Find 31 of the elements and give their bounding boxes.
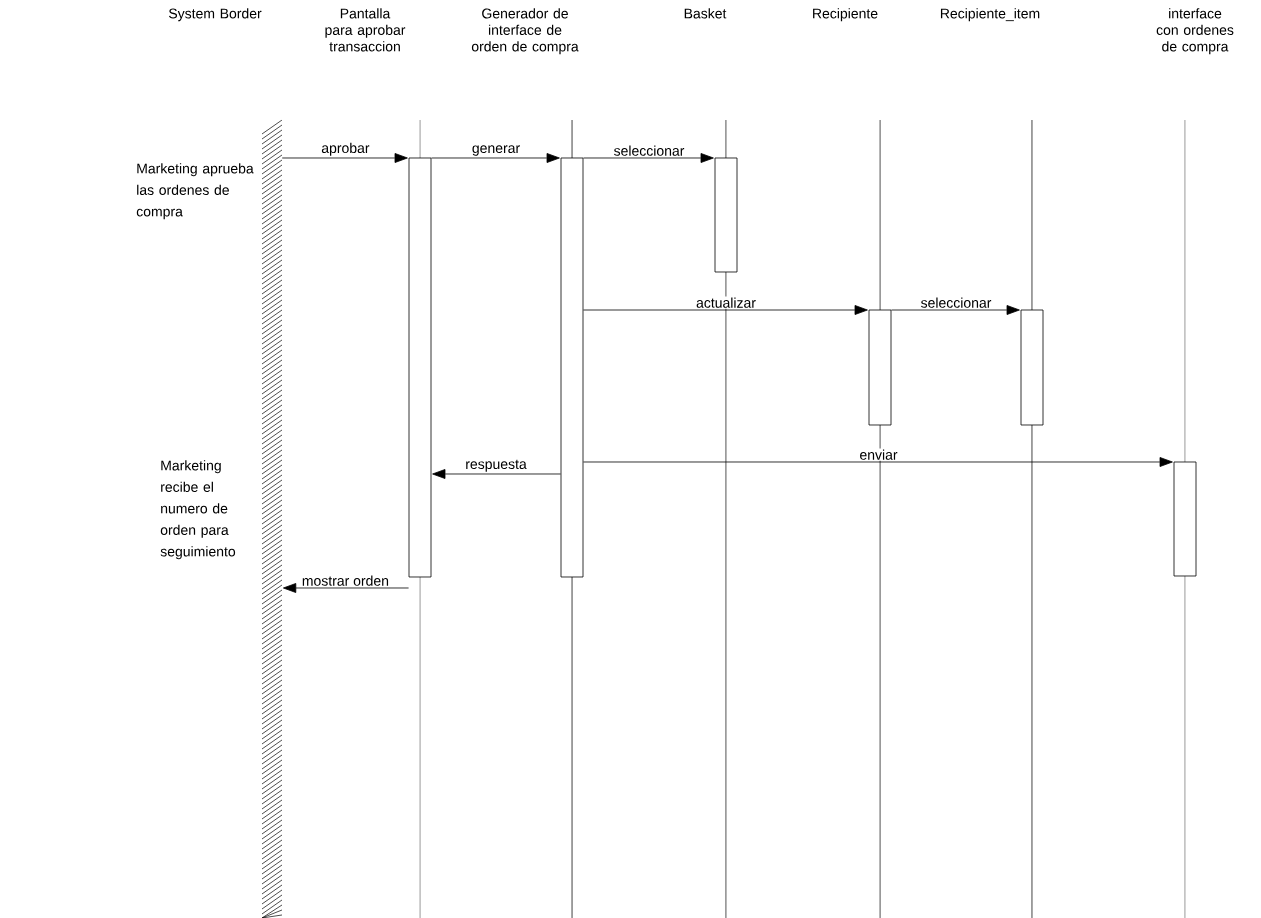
lifeline-header: Recipiente_item bbox=[940, 8, 1040, 22]
message-label: mostrar orden bbox=[300, 574, 390, 587]
lifeline-header: Recipiente bbox=[813, 8, 878, 22]
message-label: seleccionar bbox=[919, 296, 993, 309]
activation-bar bbox=[408, 157, 432, 578]
message-arrow bbox=[431, 153, 560, 163]
message-label: actualizar bbox=[695, 296, 757, 309]
system-border-bar bbox=[261, 119, 283, 918]
lifeline-header: System Border bbox=[168, 8, 262, 22]
message-arrow bbox=[891, 305, 1020, 315]
activation-bar bbox=[1173, 461, 1197, 577]
message-arrow bbox=[583, 153, 714, 163]
message-label: enviar bbox=[858, 448, 899, 461]
message-arrow bbox=[432, 469, 561, 479]
message-label: aprobar bbox=[320, 141, 371, 157]
activation-bar bbox=[560, 157, 584, 578]
message-arrow bbox=[281, 153, 408, 163]
activation-bar bbox=[1020, 309, 1044, 426]
message-arrow bbox=[283, 583, 409, 593]
note-text: Marketing recibe el numero de orden para seguimiento bbox=[160, 460, 236, 560]
lifeline-header: Basket bbox=[684, 8, 727, 19]
message-arrow bbox=[583, 457, 1173, 467]
activation-bar bbox=[868, 309, 892, 426]
lifeline-header: interface con ordenes de compra bbox=[1156, 8, 1234, 55]
message-label: generar bbox=[470, 144, 522, 157]
lifeline-header: Generador de interface de orden de compra bbox=[471, 8, 579, 55]
message-label: seleccionar bbox=[612, 144, 686, 157]
activation-bar bbox=[714, 157, 738, 273]
message-arrow bbox=[583, 305, 868, 315]
lifeline-header: Pantalla para aprobar transaccion bbox=[325, 8, 406, 52]
message-label: respuesta bbox=[464, 458, 528, 473]
